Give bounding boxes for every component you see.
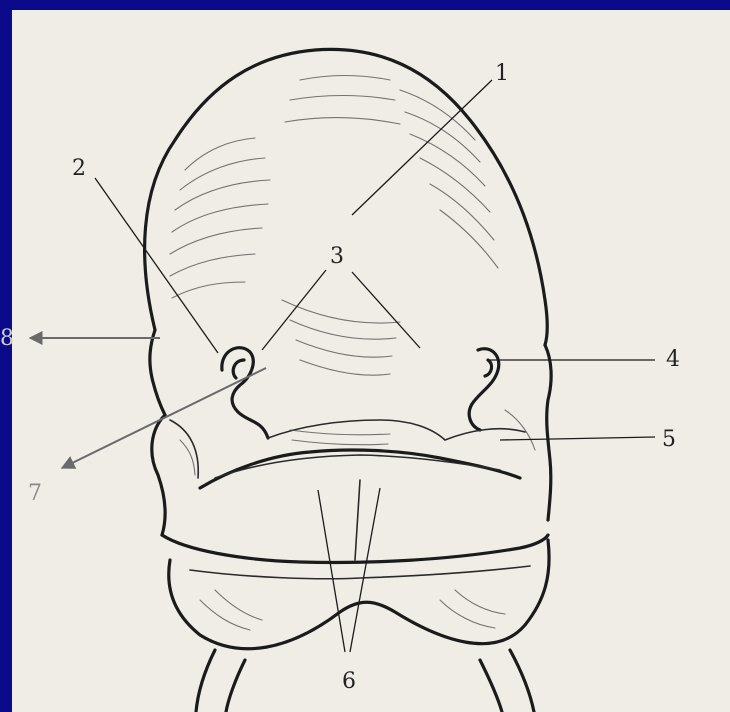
label-5: 5 [662, 427, 676, 452]
label-8: 8 [0, 326, 14, 351]
label-3: 3 [330, 244, 344, 269]
label-2: 2 [72, 156, 86, 181]
label-4: 4 [666, 347, 680, 372]
label-6: 6 [342, 669, 356, 694]
label-1: 1 [495, 61, 509, 86]
label-7: 7 [28, 481, 42, 506]
paper-background [12, 10, 730, 712]
